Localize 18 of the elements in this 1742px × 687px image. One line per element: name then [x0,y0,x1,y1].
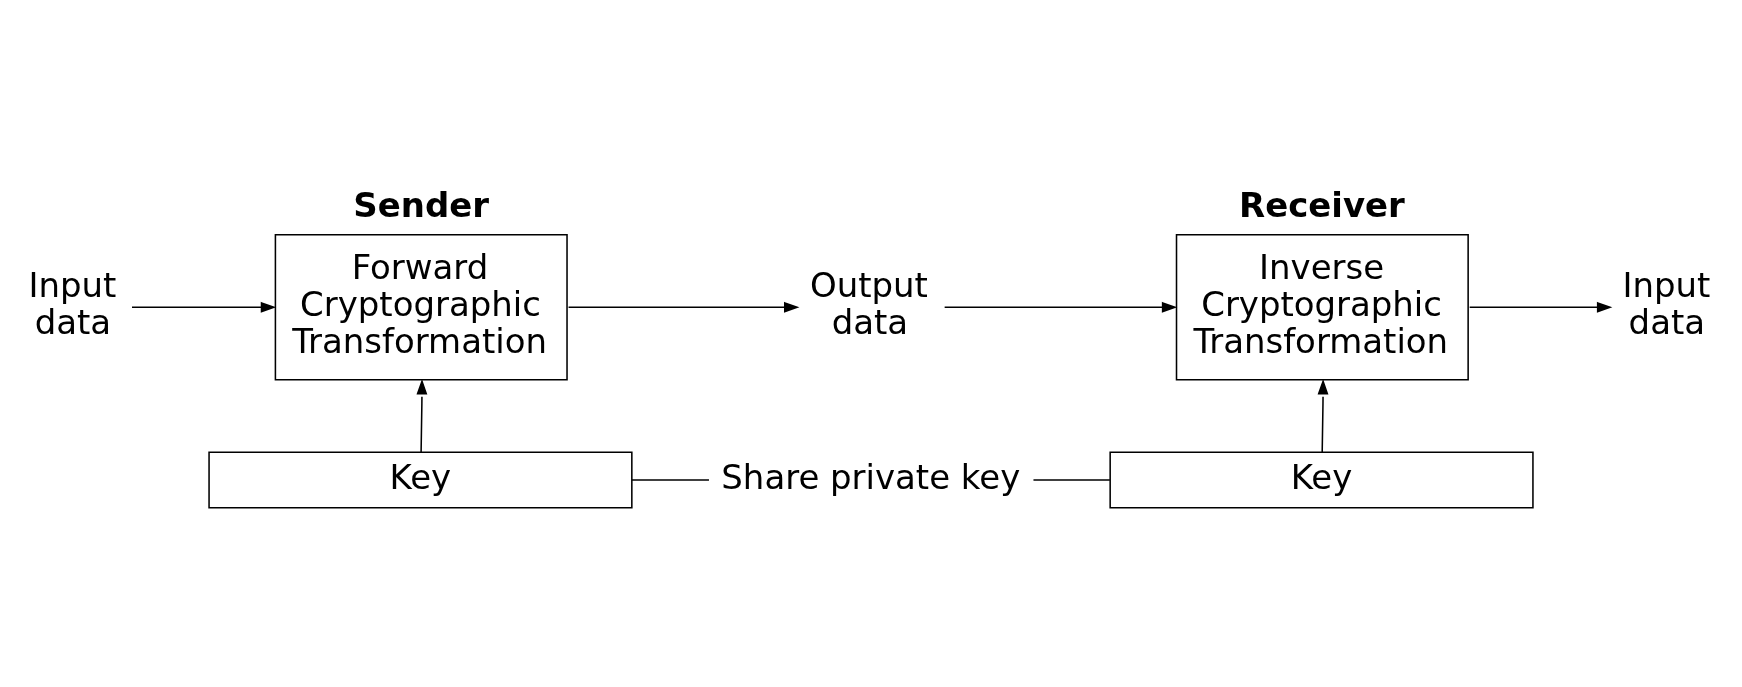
connector [1032,479,1111,481]
arrow [131,301,277,313]
arrow [1317,378,1329,453]
node-text: Output data [810,265,928,343]
node-box: Key [1109,451,1534,509]
node-text: Input data [1622,265,1711,343]
arrow [567,301,800,313]
node-label: Sender [353,185,489,226]
node-box: Forward Cryptographic Transformation [274,233,568,381]
arrow [416,378,428,453]
arrow [943,301,1178,313]
node-text: Share private key [721,456,1021,497]
node-box: Inverse Cryptographic Transformation [1175,233,1469,381]
node-text: Input data [28,265,117,343]
connector [631,479,710,481]
node-label: Receiver [1239,185,1405,226]
arrow [1468,301,1613,313]
node-box: Key [208,451,633,509]
